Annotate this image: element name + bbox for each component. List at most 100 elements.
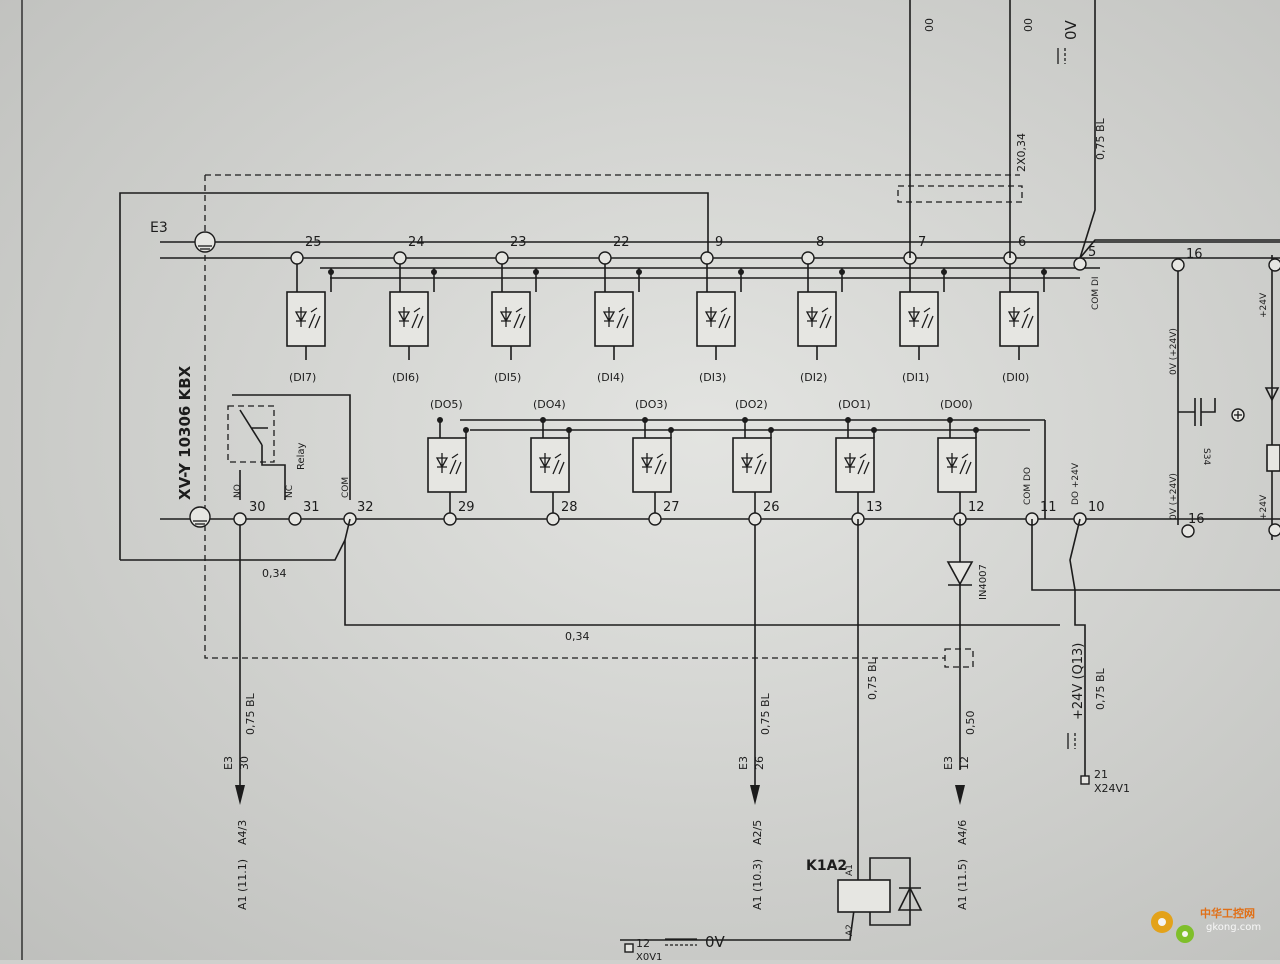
di-label-9: (DI3) <box>699 371 726 384</box>
device-outline <box>119 174 1023 668</box>
do-channels: 29(DO5)28(DO4)27(DO3)26(DO2)13(DO1)12(DO… <box>427 398 985 526</box>
terminal-11-num: 11 <box>1040 500 1057 515</box>
terminal-6-num: 6 <box>1018 235 1026 250</box>
di-label-25: (DI7) <box>289 371 316 384</box>
do-channel-29: 29(DO5) <box>427 398 475 526</box>
watermark: 中华工控网 gkong.com <box>1151 906 1261 943</box>
wire-034-b: 0,34 <box>565 630 590 643</box>
terminal-9-num: 9 <box>715 235 723 250</box>
di-label-23: (DI5) <box>494 371 521 384</box>
output-e-12: E3 <box>942 756 955 770</box>
diode-in4007: IN4007 <box>946 519 989 770</box>
di-channels: 25 (DI7) 24 (DI6) 23 (DI5) 22(DI4) 9 (DI3) 8(DI2)… <box>286 235 1047 384</box>
diode-label: IN4007 <box>978 564 989 600</box>
top-incoming-wires: 00 00 2X0,34 0,75 BL 0V <box>909 0 1280 259</box>
do-optocoupler-13 <box>835 437 875 493</box>
di-label-6: (DI0) <box>1002 371 1029 384</box>
zero-v-label: 0V <box>705 933 726 951</box>
power-0v-top: 0V (+24V) <box>1169 328 1179 375</box>
do-optocoupler-27 <box>632 437 672 493</box>
di-channel-23: 23 (DI5) <box>491 235 539 384</box>
ground-top-icon <box>194 231 216 253</box>
supply-24-wire: 0,75 BL <box>1094 667 1107 710</box>
s34-label: S34 <box>1201 448 1211 465</box>
output-e-30: E3 <box>222 756 235 770</box>
do-label-26: (DO2) <box>735 398 768 411</box>
top-wire-0v: 0V <box>1062 19 1080 40</box>
terminal-22-num: 22 <box>613 235 630 250</box>
di-channel-25: 25 (DI7) <box>286 235 334 384</box>
device-name: XV-Y 10306 KBX <box>176 365 194 500</box>
relay-com-label: COM <box>341 477 351 498</box>
top-wire-label-00b: 00 <box>1021 18 1034 32</box>
do-24v-label: DO +24V <box>1071 462 1081 505</box>
terminal-8-num: 8 <box>816 235 824 250</box>
terminal-24-num: 24 <box>408 235 425 250</box>
terminal-7-num: 7 <box>918 235 926 250</box>
output-wire-26: 0,75 BL <box>759 692 772 735</box>
output-wire-12: 0,50 <box>964 711 977 736</box>
terminal-30-num: 30 <box>249 500 266 515</box>
terminal-28-num: 28 <box>561 500 578 515</box>
do-label-12: (DO0) <box>940 398 973 411</box>
com-di-label: COM DI <box>1091 276 1101 310</box>
terminal-29-num: 29 <box>458 500 475 515</box>
k1a2-coil: K1A2 A1 A2 0,75 BL <box>620 519 923 941</box>
output-dest-30: A4/3 <box>236 820 249 845</box>
power-24v-top: +24V <box>1259 292 1269 318</box>
power-section: 16 16 0V (+24V) 0V (+24V) +24V +24V S34 <box>1169 247 1280 540</box>
di-label-24: (DI6) <box>392 371 419 384</box>
do-channel-26: 26 (DO2) <box>732 398 780 526</box>
terminal-10-num: 10 <box>1088 500 1105 515</box>
terminal-25-num: 25 <box>305 235 322 250</box>
relay-no-label: NO <box>233 484 243 498</box>
supply-24-label: +24V (Q13) <box>1071 643 1086 720</box>
top-wire-label-00a: 00 <box>922 18 935 32</box>
output-pin-12: 12 <box>958 756 971 770</box>
terminal-10: 10 DO +24V <box>1071 462 1105 526</box>
do-label-27: (DO3) <box>635 398 668 411</box>
top-wire-075bl: 0,75 BL <box>1094 117 1107 160</box>
supply-24-name: X24V1 <box>1094 782 1130 795</box>
output-ref-30: A1 (11.1) <box>236 859 249 910</box>
terminal-26-num: 26 <box>763 500 780 515</box>
do-channel-12: 12(DO0) <box>937 398 985 526</box>
terminal-27-num: 27 <box>663 500 680 515</box>
di-optocoupler-23 <box>491 291 531 347</box>
power-16-bot: 16 <box>1188 512 1205 527</box>
di-optocoupler-8 <box>797 291 837 347</box>
output-e-26: E3 <box>737 756 750 770</box>
terminal-13-num: 13 <box>866 500 883 515</box>
do-optocoupler-12 <box>937 437 977 493</box>
terminal-5-num: 5 <box>1088 245 1096 260</box>
com-do-label: COM DO <box>1023 467 1033 505</box>
zero-v-terminal: 12 0V X0V1 <box>624 933 726 963</box>
k1a2-wire: 0,75 BL <box>866 657 879 700</box>
do-optocoupler-28 <box>530 437 570 493</box>
di-channel-8: 8(DI2) <box>797 235 845 384</box>
relay-nc-label: NC <box>285 485 295 498</box>
terminal-23-num: 23 <box>510 235 527 250</box>
output-ref-26: A1 (10.3) <box>751 859 764 910</box>
output-pin-26: 26 <box>753 756 766 770</box>
relay-block: Relay NO NC COM <box>227 394 351 500</box>
di-optocoupler-25 <box>286 291 326 347</box>
di-optocoupler-7 <box>899 291 939 347</box>
di-optocoupler-9 <box>696 291 736 347</box>
do-optocoupler-29 <box>427 437 467 493</box>
lower-wiring: 0,34 0,34 <box>262 518 1280 780</box>
power-0v-bot: 0V (+24V) <box>1169 473 1179 520</box>
gear-icon <box>1151 911 1194 943</box>
di-channel-22: 22(DI4) <box>594 235 642 384</box>
output-wire-30: 0,75 BL <box>244 692 257 735</box>
e3-top-label: E3 <box>150 220 168 236</box>
output-pin-30: 30 <box>238 756 251 770</box>
relay-label: Relay <box>296 442 307 470</box>
di-channel-9: 9 (DI3) <box>696 235 744 384</box>
ground-bottom-icon <box>189 506 211 528</box>
di-label-7: (DI1) <box>902 371 929 384</box>
zero-v-term: 12 <box>636 937 650 950</box>
